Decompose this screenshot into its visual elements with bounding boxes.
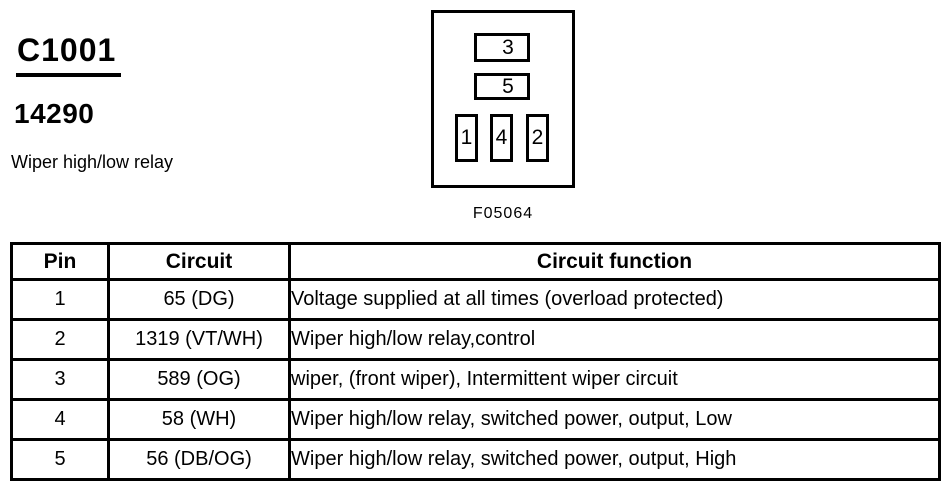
cavity-4: 4 [490,114,513,162]
pin-cell: 1 [10,278,110,321]
cavity-2: 2 [526,114,549,162]
circuit-cell: 65 (DG) [107,278,291,321]
table-row: 3 589 (OG) wiper, (front wiper), Intermi… [10,358,941,401]
pin-cell: 2 [10,318,110,361]
table-header-row: Pin Circuit Circuit function [10,242,941,281]
table-row: 4 58 (WH) Wiper high/low relay, switched… [10,398,941,441]
table-row: 1 65 (DG) Voltage supplied at all times … [10,278,941,321]
circuit-function-cell: wiper, (front wiper), Intermittent wiper… [288,358,941,401]
cavity-3: 3 [474,33,530,62]
table-row: 5 56 (DB/OG) Wiper high/low relay, switc… [10,438,941,481]
cavity-5: 5 [474,73,530,100]
circuit-function-cell: Wiper high/low relay, switched power, ou… [288,438,941,481]
pin-cell: 5 [10,438,110,481]
circuit-function-cell: Voltage supplied at all times (overload … [288,278,941,321]
table-row: 2 1319 (VT/WH) Wiper high/low relay,cont… [10,318,941,361]
part-number: 14290 [14,98,95,129]
circuit-cell: 589 (OG) [107,358,291,401]
connector-description: Wiper high/low relay [11,152,174,172]
connector-id-title: C1001 [16,34,122,77]
circuit-function-cell: Wiper high/low relay, switched power, ou… [288,398,941,441]
pin-cell: 4 [10,398,110,441]
pin-cell: 3 [10,358,110,401]
circuit-cell: 1319 (VT/WH) [107,318,291,361]
cavity-1: 1 [455,114,478,162]
pinout-table: Pin Circuit Circuit function 1 65 (DG) V… [10,242,941,481]
figure-label: F05064 [472,205,534,222]
column-header-circuit: Circuit [107,242,291,281]
circuit-function-cell: Wiper high/low relay,control [288,318,941,361]
circuit-cell: 58 (WH) [107,398,291,441]
column-header-pin: Pin [10,242,110,281]
connector-face-diagram: 3 5 1 4 2 [431,10,575,188]
column-header-circuit-function: Circuit function [288,242,941,281]
circuit-cell: 56 (DB/OG) [107,438,291,481]
